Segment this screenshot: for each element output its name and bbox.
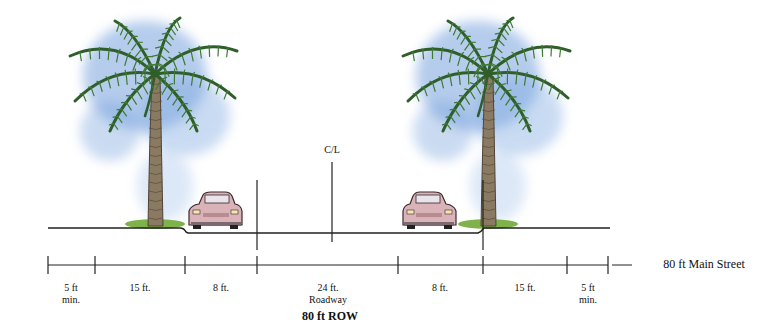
dimension-tick bbox=[47, 256, 48, 274]
dimension-label: 5 ft min. bbox=[54, 282, 88, 305]
dimension-label: 15 ft. bbox=[115, 282, 165, 294]
dimension-label: 5 ft min. bbox=[571, 282, 605, 305]
dimension-label: 15 ft. bbox=[500, 282, 550, 294]
dimension-tick bbox=[566, 256, 567, 274]
dimension-label: 8 ft. bbox=[201, 282, 241, 294]
dimension-tick bbox=[184, 256, 185, 274]
section-title: 80 ft ROW bbox=[270, 310, 390, 324]
dimension-tick bbox=[256, 256, 257, 274]
dimension-tick bbox=[482, 256, 483, 274]
dimension-label: 24 ft. Roadway bbox=[300, 282, 356, 305]
section-title: 80 ft Main Street bbox=[634, 258, 774, 272]
centerline-label: C/L bbox=[312, 144, 352, 156]
dimension-tick bbox=[94, 256, 95, 274]
dimension-tick bbox=[397, 256, 398, 274]
dimension-label: 8 ft. bbox=[420, 282, 460, 294]
dimension-tick bbox=[607, 256, 608, 274]
